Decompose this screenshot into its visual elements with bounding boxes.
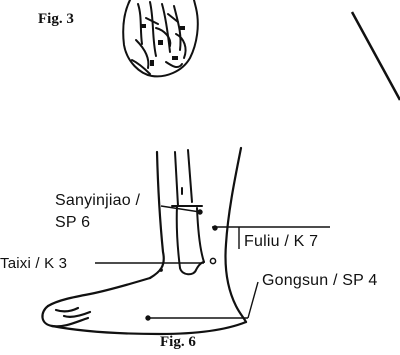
acupoint-markers [146, 210, 217, 320]
minor-point [160, 269, 163, 272]
fig3-caption: Fig. 3 [38, 12, 74, 27]
fuliu-label: Fuliu / K 7 [244, 234, 318, 250]
sanyinjiao-label-line1: Sanyinjiao / [55, 193, 140, 209]
leg-and-foot-outline [42, 148, 246, 334]
gongsun-label: Gongsun / SP 4 [262, 273, 377, 289]
top-foot-drawing [123, 0, 198, 76]
taixi-label: Taixi / K 3 [0, 256, 67, 271]
k3-point [210, 258, 215, 263]
gongsun-leader-elbow [248, 282, 258, 318]
top-right-line [352, 12, 400, 100]
sanyinjiao-label-line2: SP 6 [55, 215, 90, 231]
fig6-caption: Fig. 6 [160, 335, 196, 350]
